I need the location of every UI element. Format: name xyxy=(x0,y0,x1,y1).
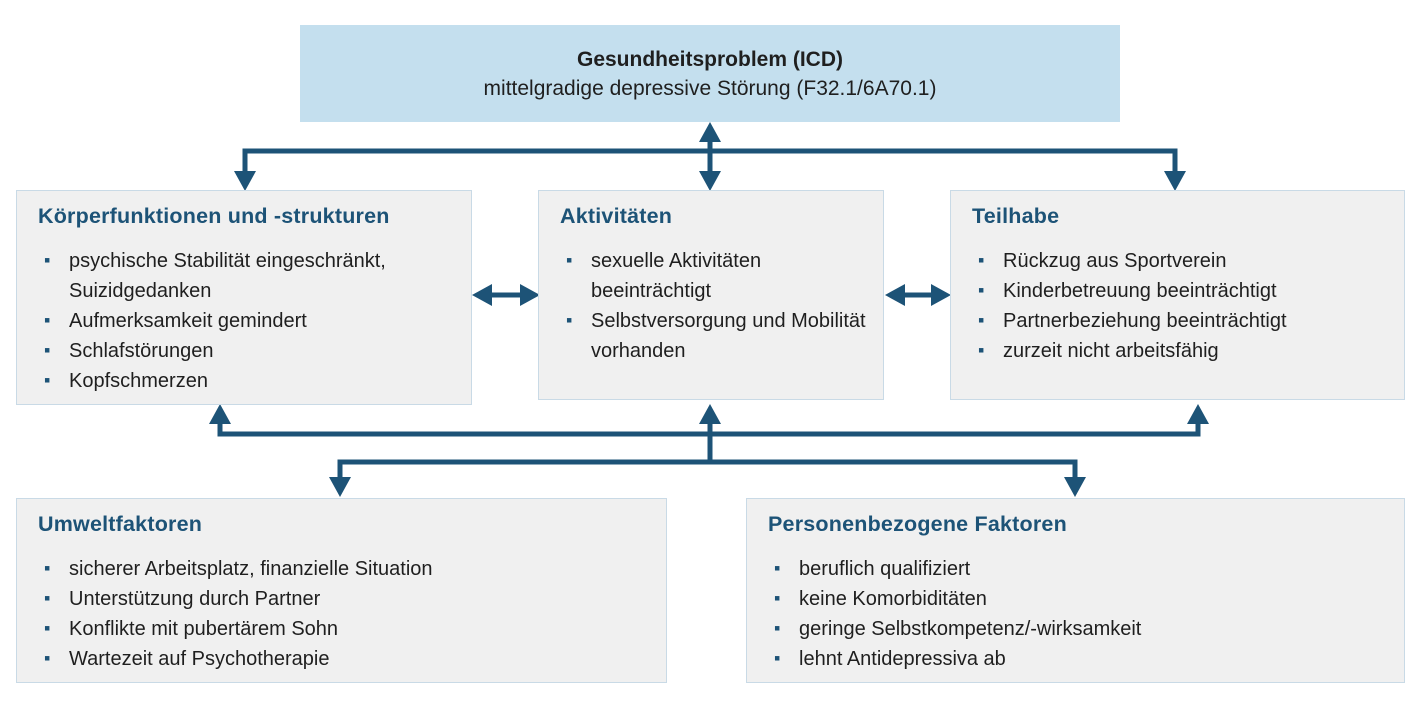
bullet-item: Wartezeit auf Psychotherapie xyxy=(43,643,652,674)
card-personal-factors: Personenbezogene Faktoren beruflich qual… xyxy=(746,498,1405,683)
health-problem-title: Gesundheitsproblem (ICD) xyxy=(576,47,844,71)
card-title-body-functions: Körperfunktionen und -strukturen xyxy=(38,204,390,228)
arrow-activities-participation xyxy=(885,284,951,306)
arrow-top-connector xyxy=(234,148,1186,191)
bullet-item: Schlafstörungen xyxy=(43,335,457,366)
card-body-functions: Körperfunktionen und -strukturen psychis… xyxy=(16,190,472,405)
bullet-item: Partnerbeziehung beeinträchtigt xyxy=(977,305,1390,336)
bullet-item: geringe Selbstkompetenz/-wirksamkeit xyxy=(773,613,1390,644)
card-title-activities: Aktivitäten xyxy=(560,204,673,228)
bullet-item: psychische Stabilität eingeschränkt, Sui… xyxy=(43,245,457,306)
bullet-item: keine Komorbiditäten xyxy=(773,583,1390,614)
card-activities: Aktivitäten sexuelle Aktivitäten beeintr… xyxy=(538,190,884,400)
bullet-item: Aufmerksamkeit gemindert xyxy=(43,305,457,336)
bullet-item: Selbstversorgung und Mobilität vorhanden xyxy=(565,305,869,366)
arrow-center-vertical xyxy=(699,404,721,464)
bullet-item: sexuelle Aktivitäten beeinträchtigt xyxy=(565,245,869,306)
bullet-item: Kopfschmerzen xyxy=(43,365,457,396)
bullet-list-body-functions: psychische Stabilität eingeschränkt, Sui… xyxy=(17,245,471,396)
bullet-item: Konflikte mit pubertärem Sohn xyxy=(43,613,652,644)
arrow-bottom-lower-connector xyxy=(329,459,1086,497)
card-environmental-factors: Umweltfaktoren sicherer Arbeitsplatz, fi… xyxy=(16,498,667,683)
health-problem-subtitle: mittelgradige depressive Störung (F32.1/… xyxy=(483,76,937,100)
bullet-item: Kinderbetreuung beeinträchtigt xyxy=(977,275,1390,306)
bullet-list-personal-factors: beruflich qualifiziertkeine Komorbidität… xyxy=(747,553,1404,674)
arrow-healthproblem-activities xyxy=(699,122,721,191)
bullet-item: zurzeit nicht arbeitsfähig xyxy=(977,335,1390,366)
arrow-bottom-upper-connector xyxy=(209,404,1209,437)
arrow-bodyfunctions-activities xyxy=(472,284,540,306)
health-problem-box: Gesundheitsproblem (ICD) mittelgradige d… xyxy=(300,25,1120,122)
bullet-list-participation: Rückzug aus SportvereinKinderbetreuung b… xyxy=(951,245,1404,366)
bullet-list-environmental-factors: sicherer Arbeitsplatz, finanzielle Situa… xyxy=(17,553,666,674)
bullet-item: lehnt Antidepressiva ab xyxy=(773,643,1390,674)
bullet-list-activities: sexuelle Aktivitäten beeinträchtigtSelbs… xyxy=(539,245,883,366)
bullet-item: sicherer Arbeitsplatz, finanzielle Situa… xyxy=(43,553,652,584)
card-participation: Teilhabe Rückzug aus SportvereinKinderbe… xyxy=(950,190,1405,400)
bullet-item: Rückzug aus Sportverein xyxy=(977,245,1390,276)
bullet-item: beruflich qualifiziert xyxy=(773,553,1390,584)
card-title-participation: Teilhabe xyxy=(972,204,1060,228)
card-title-personal-factors: Personenbezogene Faktoren xyxy=(768,512,1067,536)
bullet-item: Unterstützung durch Partner xyxy=(43,583,652,614)
card-title-environmental-factors: Umweltfaktoren xyxy=(38,512,203,536)
